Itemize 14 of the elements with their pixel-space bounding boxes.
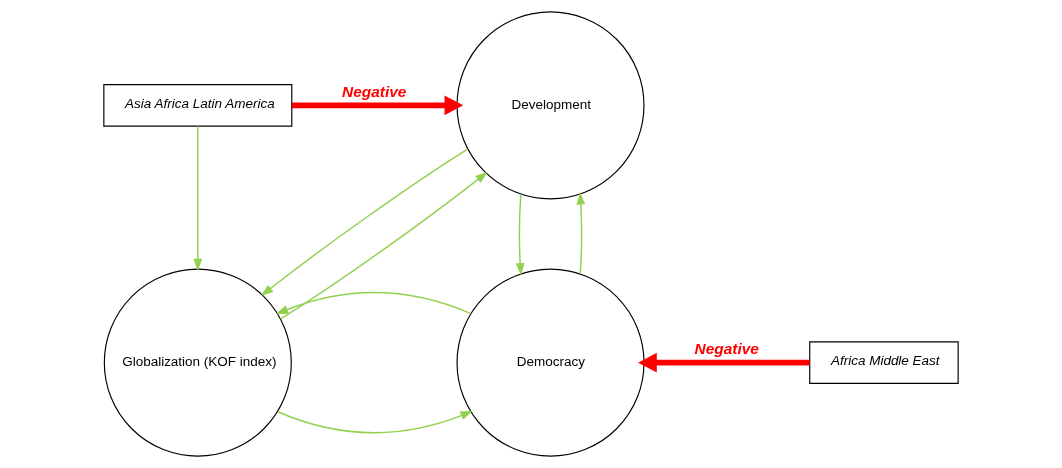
arrow <box>576 192 586 275</box>
node-box: Asia Africa Latin America <box>103 84 293 127</box>
arrow <box>193 125 203 272</box>
edge-label: Negative <box>342 82 407 100</box>
node-box: Africa Middle East <box>809 341 959 384</box>
arrow <box>280 171 488 320</box>
arrow <box>260 148 469 297</box>
arrow <box>515 193 525 276</box>
arrow <box>638 352 810 373</box>
arrow <box>291 95 464 116</box>
arrow <box>277 410 473 434</box>
arrow <box>275 291 472 315</box>
node-circle: Development <box>456 11 645 200</box>
edge-label: Negative <box>694 339 759 357</box>
